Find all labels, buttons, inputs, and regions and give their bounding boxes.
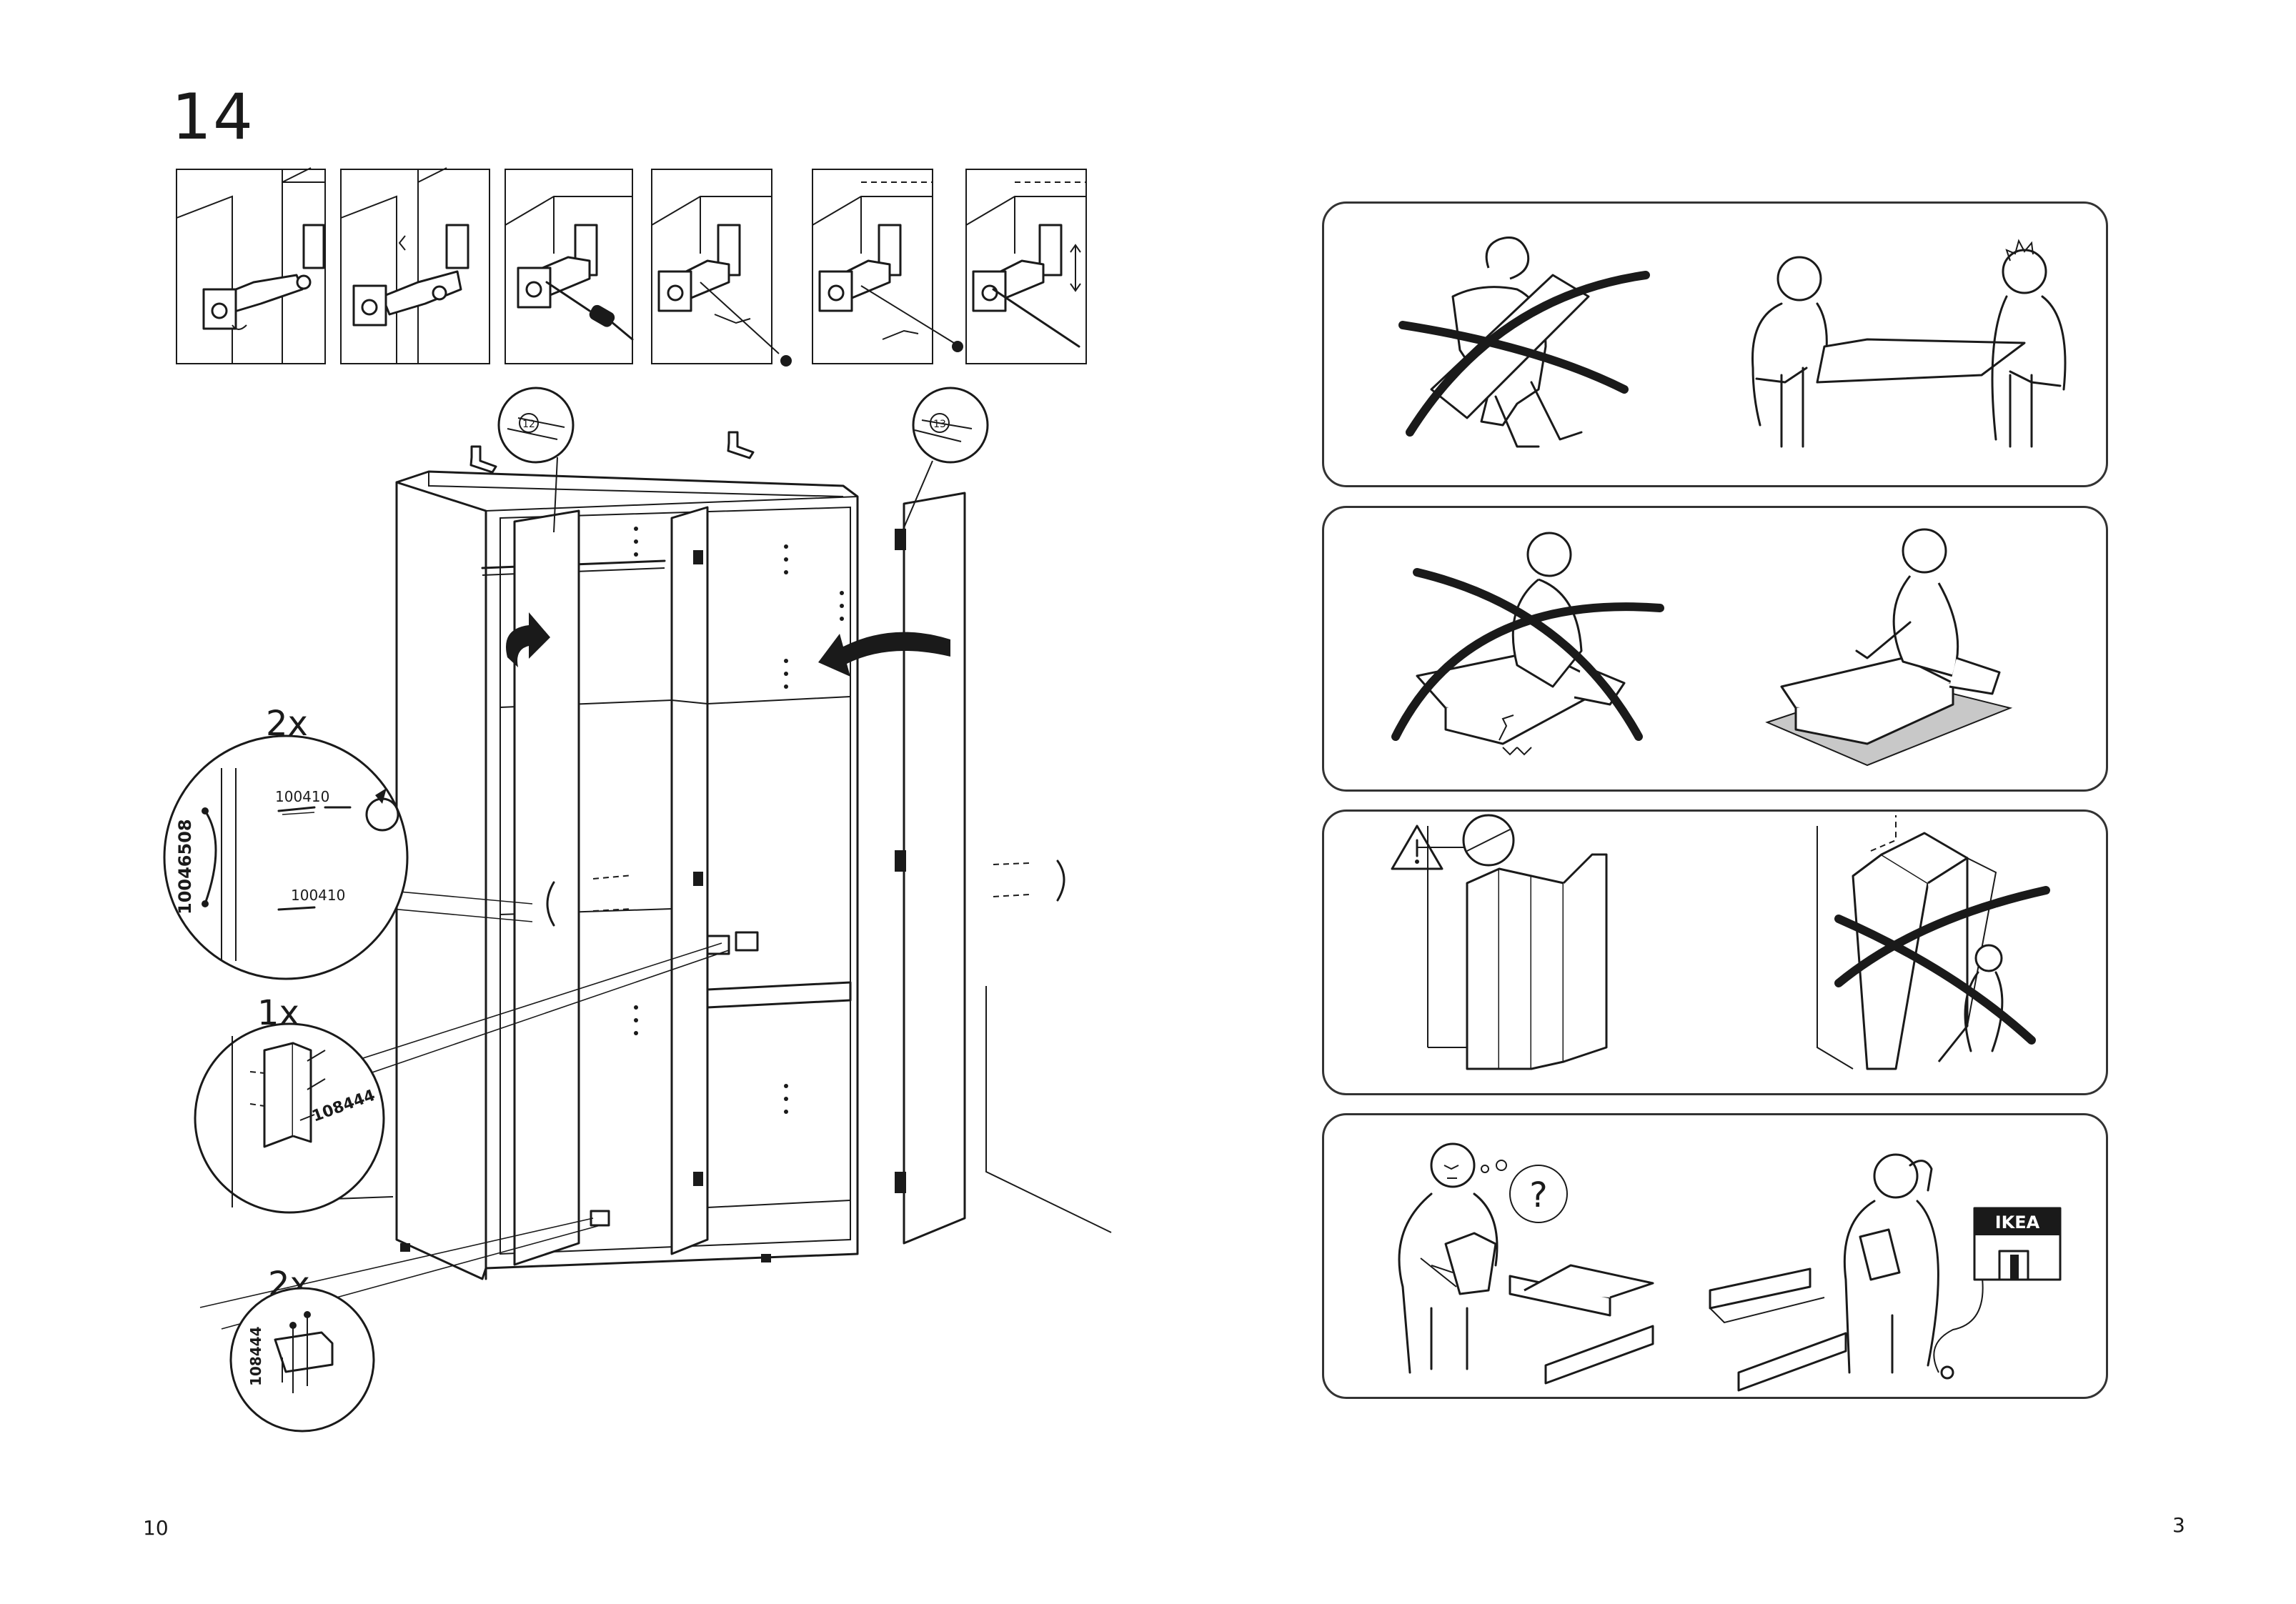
callout-bracket: 108444 — [193, 1022, 393, 1222]
ikea-sign: IKEA — [1995, 1212, 2040, 1232]
svg-text:108444: 108444 — [247, 1327, 264, 1387]
do-not-leave-unanchored-figure — [1817, 815, 2046, 1069]
panel-contact-ikea: ? IKEA — [1322, 1113, 2108, 1399]
svg-text:100410: 100410 — [291, 887, 345, 904]
hinge-frame-1 — [177, 168, 325, 364]
panel-anchor-wall — [1322, 810, 2108, 1095]
hinge-frame-6 — [966, 169, 1086, 364]
svg-text:12: 12 — [522, 419, 535, 430]
calling-ikea-figure: IKEA — [1710, 1155, 2060, 1390]
assemble-on-rug-figure — [1767, 529, 2010, 765]
svg-text:13: 13 — [933, 419, 946, 430]
svg-text:10046508: 10046508 — [175, 819, 195, 915]
warning-anchor-figure — [1392, 815, 1606, 1069]
hinge-frame-5 — [812, 169, 963, 364]
callout-small-bracket: 108444 — [229, 1286, 379, 1436]
do-not-carry-alone-figure — [1403, 238, 1646, 447]
left-page-number: 10 — [143, 1516, 169, 1540]
svg-text:?: ? — [1529, 1175, 1547, 1215]
hinge-adjustment-strip — [175, 168, 1104, 368]
callout-handle: 100410 100410 10046508 — [161, 732, 418, 990]
do-not-assemble-on-hard-floor-figure — [1396, 533, 1660, 754]
right-page-number: 3 — [2172, 1513, 2185, 1537]
hinge-frame-2 — [341, 168, 489, 364]
confused-figure: ? — [1399, 1144, 1653, 1383]
carry-together-figures — [1753, 241, 2066, 447]
panel-carry — [1322, 201, 2108, 487]
hinge-frame-3 — [505, 169, 632, 364]
svg-text:100410: 100410 — [275, 788, 329, 805]
hinge-frame-4 — [652, 169, 792, 367]
panel-soft-surface — [1322, 506, 2108, 792]
step-number: 14 — [172, 86, 254, 149]
